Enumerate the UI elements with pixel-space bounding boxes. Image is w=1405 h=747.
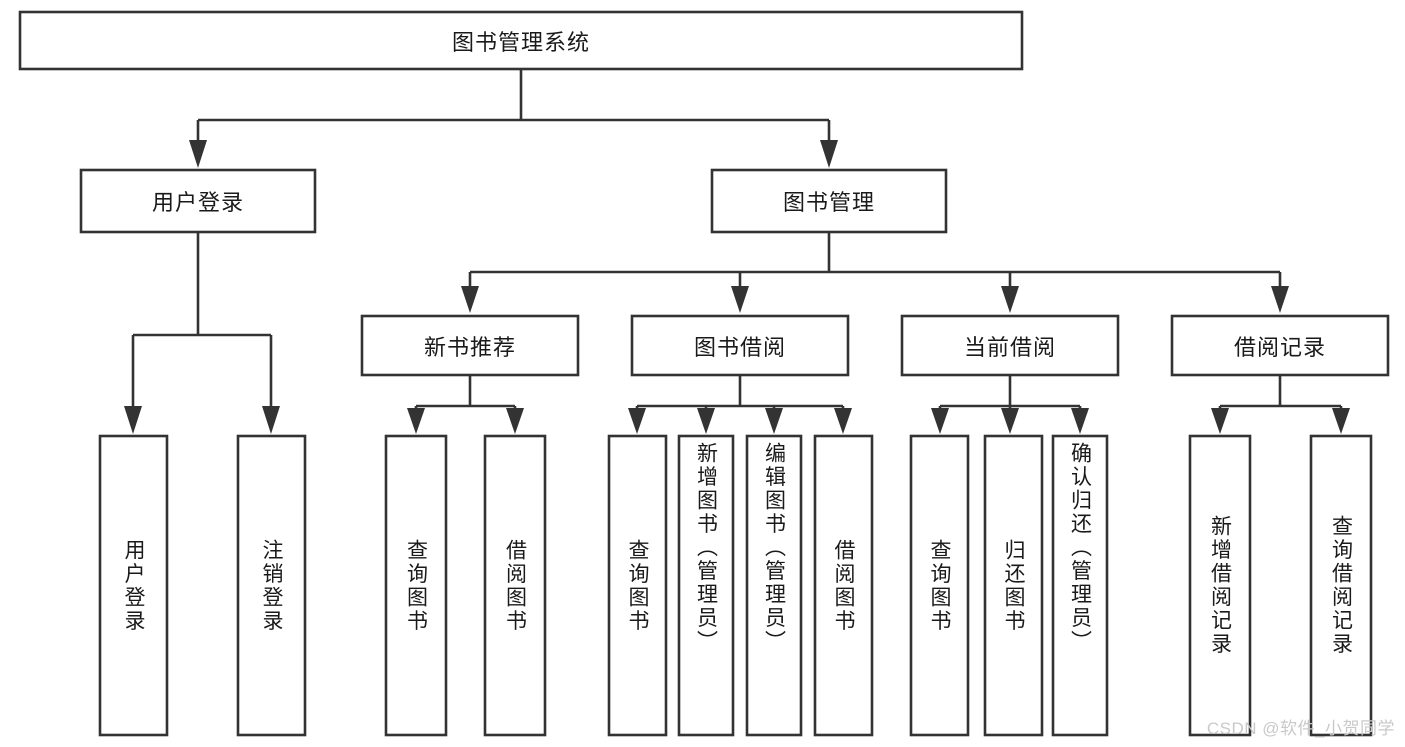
node-box-user-login[interactable] [79,168,317,234]
arrow-cb-to-leaf3-icon [1071,408,1089,434]
arrow-bm-to-current-borrow-icon [1001,286,1019,313]
node-box-book-borrow[interactable] [630,314,850,377]
arrow-bb-to-leaf2-icon [697,408,715,434]
connector-group-user-login [124,232,280,434]
arrow-ul-to-leaf1-icon [124,406,142,434]
node-box-leaf-return-book[interactable] [983,434,1044,737]
node-box-leaf-borrow-book-1[interactable] [483,434,547,737]
connector-group-new-book-rec [407,375,524,434]
connector-group-book-manage [461,232,1289,313]
node-box-leaf-edit-book[interactable] [745,434,803,737]
node-box-book-manage[interactable] [710,168,948,234]
arrow-bb-to-leaf1-icon [628,408,646,434]
connector-group-book-borrow [628,375,852,434]
node-box-new-book-rec[interactable] [360,314,580,377]
node-box-borrow-record[interactable] [1170,314,1390,377]
node-box-leaf-borrow-book-2[interactable] [813,434,874,737]
arrow-root-to-user-login-icon [189,140,207,168]
node-box-leaf-user-logout[interactable] [236,434,307,737]
node-box-current-borrow[interactable] [900,314,1120,377]
arrow-cb-to-leaf1-icon [931,408,949,434]
arrow-nbr-to-leaf1-icon [407,408,425,434]
arrow-br-to-leaf1-icon [1211,408,1229,434]
arrow-bm-to-borrow-record-icon [1271,286,1289,313]
csdn-watermark: CSDN @软件_小贺同学 [1206,719,1395,738]
connector-group-root [189,69,838,168]
node-box-root[interactable] [18,10,1024,71]
node-box-leaf-query-book-2[interactable] [607,434,668,737]
arrow-cb-to-leaf2-icon [1001,408,1019,434]
node-box-leaf-query-book-3[interactable] [909,434,970,737]
arrow-br-to-leaf2-icon [1332,408,1350,434]
arrow-root-to-book-manage-icon [820,140,838,168]
arrow-bb-to-leaf3-icon [765,408,783,434]
node-box-leaf-query-record[interactable] [1309,434,1373,737]
node-box-leaf-confirm-return[interactable] [1051,434,1109,737]
node-box-leaf-user-login[interactable] [98,434,169,737]
node-box-leaf-add-record[interactable] [1188,434,1252,737]
arrow-bm-to-book-borrow-icon [731,286,749,313]
arrow-bm-to-new-book-icon [461,286,479,313]
connector-group-borrow-record [1211,375,1350,434]
arrow-nbr-to-leaf2-icon [506,408,524,434]
arrow-bb-to-leaf4-icon [834,408,852,434]
node-box-leaf-add-book[interactable] [677,434,735,737]
node-box-leaf-query-book-1[interactable] [384,434,448,737]
connector-group-current-borrow [931,375,1089,434]
arrow-ul-to-leaf2-icon [262,406,280,434]
